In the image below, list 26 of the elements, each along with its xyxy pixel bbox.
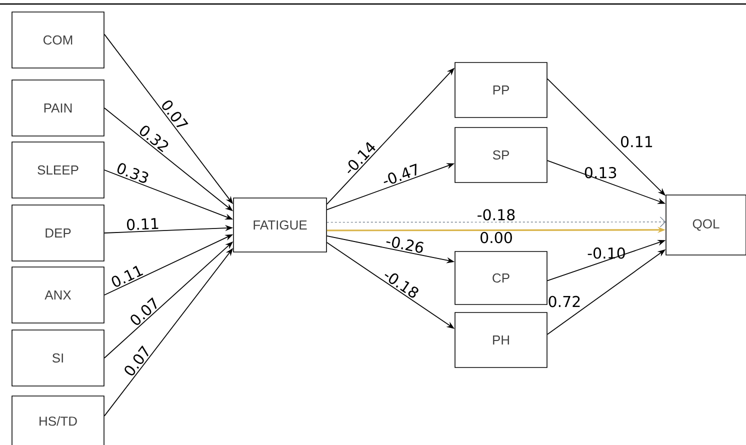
variable-box: SP <box>454 127 548 183</box>
edge-label: -0.18 <box>384 273 418 298</box>
edge-label: -0.26 <box>386 236 424 253</box>
variable-box: FATIGUE <box>233 198 327 252</box>
edge-label: 0.33 <box>117 163 148 183</box>
edge-label: -0.18 <box>478 209 515 220</box>
arrow <box>326 216 666 228</box>
edge-label: -0.10 <box>588 247 625 259</box>
variable-box: PP <box>454 62 548 118</box>
variable-box: HS/TD <box>12 396 104 445</box>
edge-label: 0.11 <box>127 218 158 230</box>
variable-box: PH <box>454 312 548 368</box>
variable-box: PAIN <box>12 80 104 136</box>
variable-box: COM <box>12 12 104 68</box>
variable-box: DEP <box>12 204 104 262</box>
variable-box: SI <box>12 330 104 386</box>
variable-box: SLEEP <box>12 142 104 198</box>
edge-label: -0.47 <box>384 164 416 184</box>
variable-box: CP <box>454 251 548 305</box>
edge-label: 0.72 <box>548 296 580 308</box>
edge-label: 0.11 <box>621 136 652 148</box>
edge-label: 0.11 <box>112 266 144 287</box>
edge-label: 0.00 <box>480 232 512 244</box>
variable-box: ANX <box>12 266 104 324</box>
variable-box: QOL <box>666 194 746 256</box>
edge-label: 0.13 <box>584 166 616 178</box>
